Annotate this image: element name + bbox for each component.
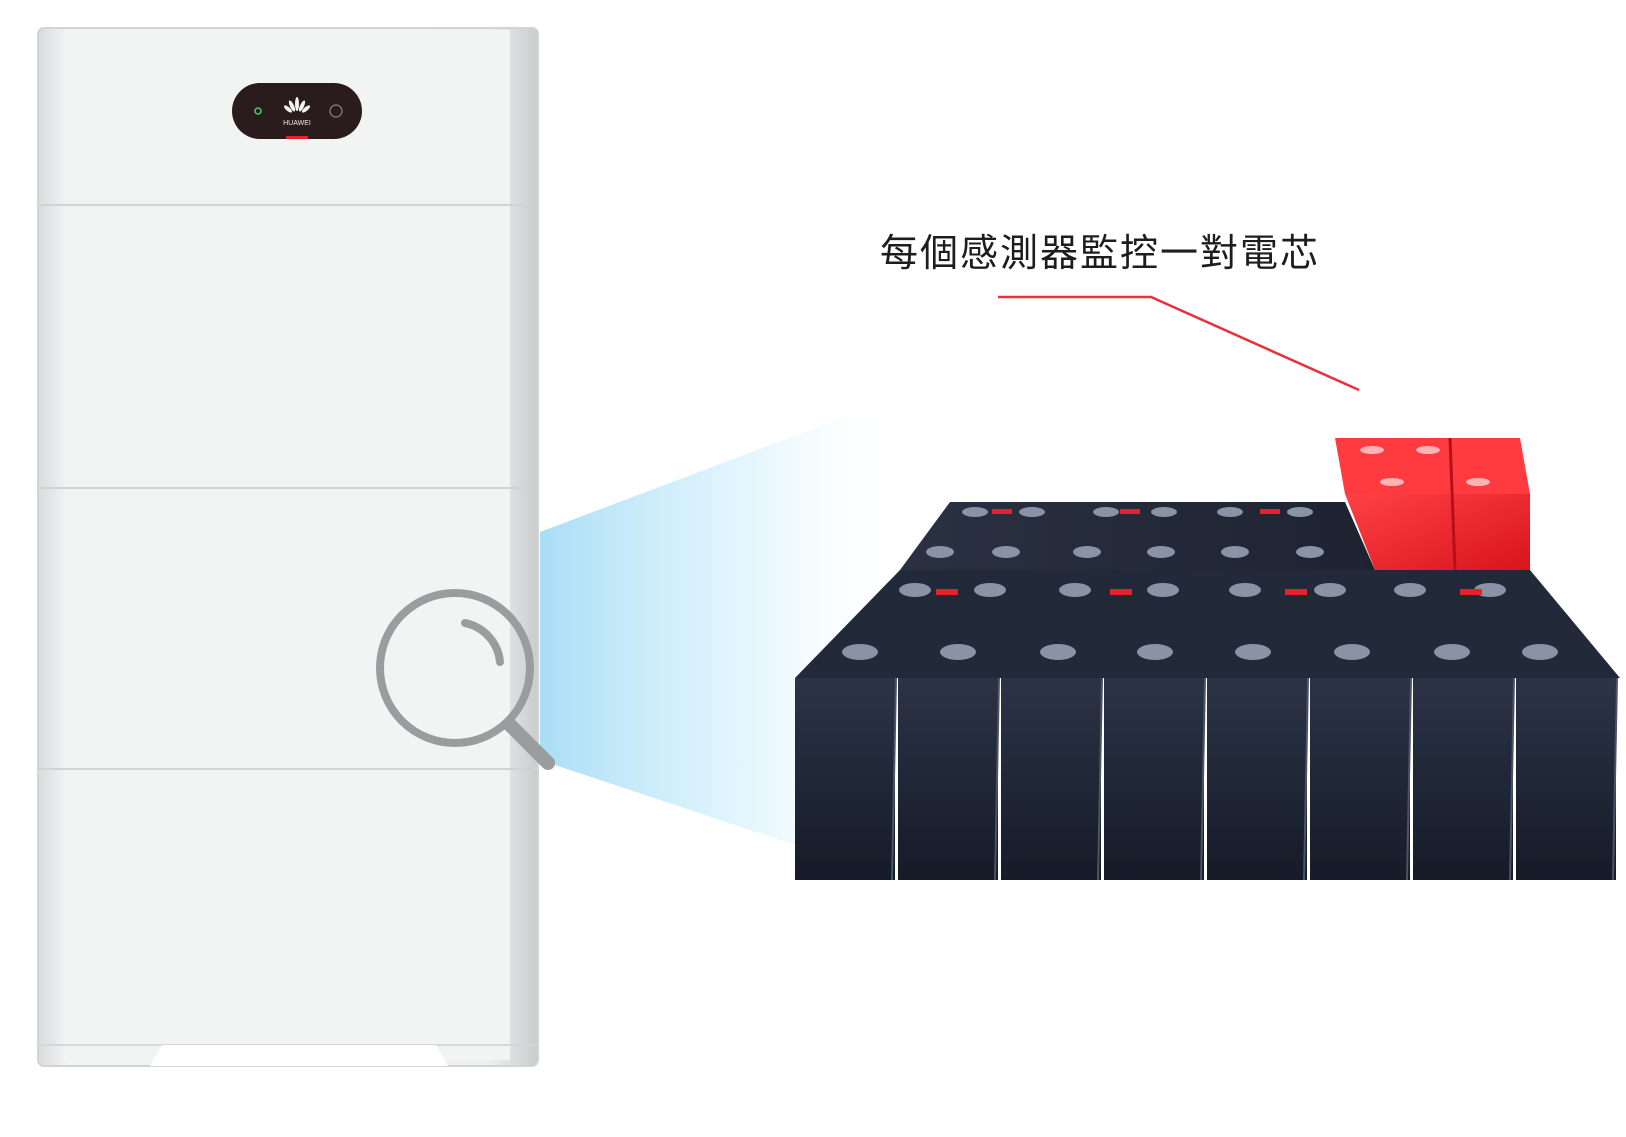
cell-divider (1097, 677, 1103, 881)
cell-divider (891, 677, 897, 881)
battery-cell-module (795, 437, 1620, 881)
annotation-label: 每個感測器監控一對電芯 (880, 231, 1321, 275)
cell-divider (1303, 677, 1309, 881)
battery-cell-face (1516, 678, 1616, 880)
battery-cell-face (1207, 678, 1307, 880)
cell-divider (994, 677, 1000, 881)
battery-cell-face (1413, 678, 1513, 880)
battery-cell-face (795, 678, 895, 880)
battery-cabinet (37, 27, 539, 1067)
brand-label: HUAWEI (283, 120, 311, 127)
battery-cell-face (1104, 678, 1204, 880)
battery-cell-face (1001, 678, 1101, 880)
battery-cell-face (898, 678, 998, 880)
battery-cell-face (1310, 678, 1410, 880)
huawei-logo-icon (283, 97, 311, 113)
highlighted-cell-pair (1335, 437, 1530, 571)
cell-divider (1406, 677, 1412, 881)
magnifier-icon (376, 589, 555, 770)
cell-divider (1612, 677, 1618, 881)
display-panel: HUAWEI (232, 83, 362, 139)
annotation-leader-line (998, 295, 1360, 392)
cell-divider (1200, 677, 1206, 881)
cell-divider (1509, 677, 1515, 881)
